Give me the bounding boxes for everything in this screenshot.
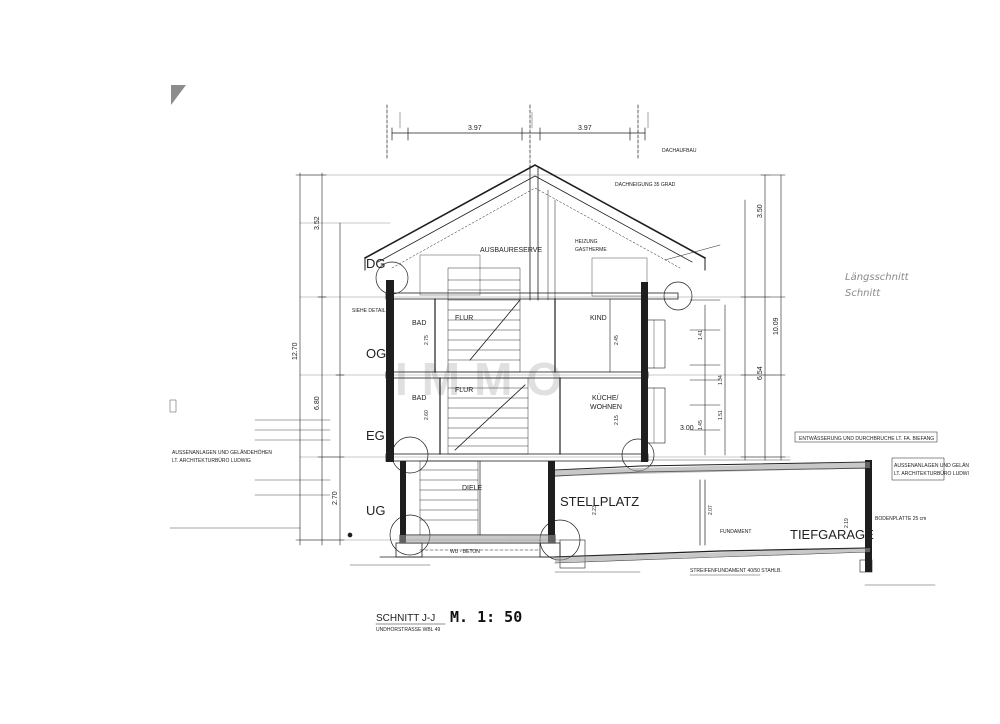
dim-134: 1.34: [718, 375, 724, 385]
room-bad-og: BAD: [412, 320, 426, 327]
callout-entwaesserung: ENTWÄSSERUNG UND DURCHBRUCHE LT. FA. BIE…: [799, 435, 934, 442]
roof: [363, 164, 707, 301]
dim-223: 2.23: [592, 505, 598, 515]
room-kueche: KÜCHE/: [592, 394, 619, 402]
callout-siehe-detail: SIEHE DETAIL: [352, 308, 386, 314]
left-dimension-chain: [295, 172, 345, 546]
callout-aussen-right-2: LT. ARCHITEKTURBÜRO LUDWI: [894, 470, 969, 477]
callout-aussen-left-2: LT. ARCHITEKTURBÜRO LUDWIG: [172, 457, 251, 464]
dim-left-low: 2.70: [332, 491, 339, 505]
room-kind: KIND: [590, 315, 607, 322]
dim-right-total: 10.09: [773, 317, 780, 335]
bottom-notes-leaders: [349, 564, 936, 586]
dim-275: 2.75: [424, 335, 430, 345]
room-tiefgarage: TIEFGARAGE: [790, 527, 874, 542]
room-flur-og: FLUR: [455, 315, 473, 322]
dim-right-upper: 3.50: [757, 204, 764, 218]
dim-top-b: 3.97: [578, 125, 592, 132]
callout-dachaufbau: DACHAUFBAU: [662, 148, 697, 154]
top-dimension-line: [386, 104, 649, 171]
staircase: [419, 267, 529, 536]
dim-right-mid: 6.54: [757, 366, 764, 380]
callout-streifenfundament: STREIFENFUNDAMENT 40/50 STAHLB.: [690, 568, 782, 574]
page-corner-fold: [171, 85, 186, 105]
handwritten-note-line2: Schnitt: [845, 288, 881, 299]
room-stellplatz: STELLPLATZ: [560, 494, 639, 509]
dim-141: 1.41: [698, 330, 704, 340]
dim-eg-height: 3.00: [680, 425, 694, 432]
floor-code-dg: DG: [366, 256, 386, 271]
dim-145: 1.45: [698, 420, 704, 430]
callout-dachneigung: DACHNEIGUNG 35 GRAD: [615, 182, 676, 188]
dim-151: 1.51: [718, 410, 724, 420]
room-ausbaureserve: AUSBAURESERVE: [480, 247, 542, 254]
dim-260: 2.60: [424, 410, 430, 420]
room-diele: DIELE: [462, 485, 483, 492]
drawing-subtitle: UNDHORSTRASSE WBL 49: [376, 627, 440, 633]
hatching: [400, 462, 870, 563]
room-wohnen: WOHNEN: [590, 404, 622, 411]
drawing-scale: M. 1: 50: [450, 608, 522, 626]
right-callouts: [664, 244, 945, 481]
dim-215: 2.15: [614, 415, 620, 425]
floor-code-ug: UG: [366, 503, 386, 518]
room-flur-eg: FLUR: [455, 387, 473, 394]
left-callouts: [169, 399, 331, 529]
room-heizung: HEIZUNG: [575, 239, 598, 245]
dim-top-a: 3.97: [468, 125, 482, 132]
callout-fundament: FUNDAMENT: [720, 529, 751, 535]
callout-wu-beton: WU - BETON: [450, 549, 480, 555]
room-bad-eg: BAD: [412, 395, 426, 402]
dim-245: 2.45: [614, 335, 620, 345]
drawing-title: SCHNITT J-J: [376, 613, 435, 624]
watermark: IMMO: [395, 353, 576, 405]
callout-aussen-left-1: AUSSENANLAGEN UND GELÄNDEHÖHEN: [172, 449, 272, 456]
dim-207: 2.07: [708, 505, 714, 515]
dim-left-upper: 3.52: [314, 216, 321, 230]
callout-bodenplatte: BODENPLATTE 25 cm: [875, 516, 926, 522]
room-gastherme: GASTHERME: [575, 247, 607, 253]
dim-left-mid: 6.80: [314, 396, 321, 410]
floor-code-eg: EG: [366, 428, 385, 443]
dim-219: 2.19: [844, 518, 850, 528]
dim-left-total: 12.70: [292, 342, 299, 360]
handwritten-note-line1: Längsschnitt: [845, 272, 910, 283]
floor-code-og: OG: [366, 346, 386, 361]
callout-aussen-right-1: AUSSENANLAGEN UND GELÄN: [894, 462, 969, 469]
